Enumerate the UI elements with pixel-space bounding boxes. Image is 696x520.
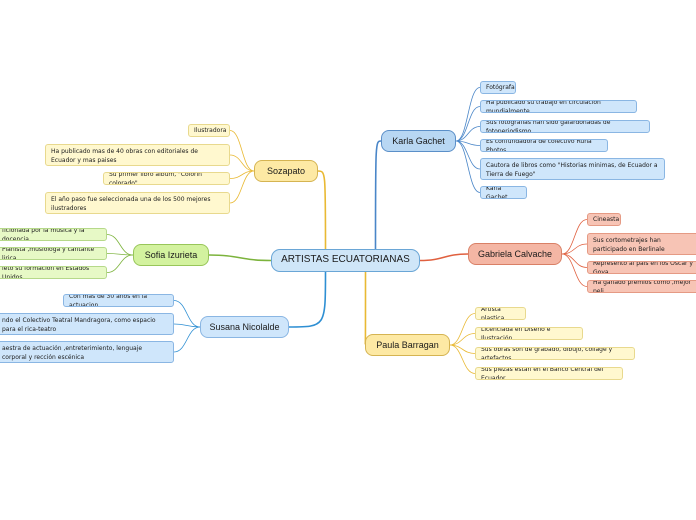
link-paula-item-4 xyxy=(449,344,476,374)
gabriela-item-4[interactable]: Ha ganado premios como ,mejor peli xyxy=(587,280,696,293)
link-sozapato xyxy=(317,170,327,250)
paula-item-4[interactable]: Sus piezas estan en el Banco Central del… xyxy=(475,367,623,380)
susana-item-3[interactable]: aestra de actuación ,entreterimiento, le… xyxy=(0,341,174,363)
sozapato-item-4[interactable]: El año paso fue seleccionada una de los … xyxy=(45,192,230,214)
central-topic[interactable]: ARTISTAS ECUATORIANAS xyxy=(271,249,420,272)
topic-sofia-izurieta[interactable]: Sofia Izurieta xyxy=(133,244,209,266)
gabriela-item-1[interactable]: Cineasta xyxy=(587,213,621,226)
link-paula-item-2 xyxy=(449,333,476,346)
susana-item-1[interactable]: Con mas de 30 años en la actuacion xyxy=(63,294,174,307)
topic-gabriela-calvache[interactable]: Gabriela Calvache xyxy=(468,243,562,265)
link-sofia xyxy=(208,254,272,262)
link-paula-item-1 xyxy=(449,313,476,346)
sofia-item-2[interactable]: Pianista ,musiologa y cantante lirica xyxy=(0,247,107,260)
link-sofia-item-1 xyxy=(106,234,134,256)
link-susana-item-3 xyxy=(173,326,201,353)
sofia-item-3[interactable]: leto su formacion en Estados Unidos xyxy=(0,266,107,279)
topic-sozapato[interactable]: Sozapato xyxy=(254,160,318,182)
link-gabriela-item-2 xyxy=(561,243,588,255)
link-gabriela-item-3 xyxy=(561,253,588,268)
karla-item-4[interactable]: Es confundadora de colectivo Runa Photos xyxy=(480,139,608,152)
link-sofia-item-3 xyxy=(106,254,134,273)
sozapato-item-1[interactable]: Ilustradora xyxy=(188,124,230,137)
sozapato-item-3[interactable]: Su primer libro album, "Colorin colorado… xyxy=(103,172,230,185)
sofia-item-1[interactable]: ficionada por la musica y la docencia xyxy=(0,228,107,241)
paula-item-1[interactable]: Artista plastica xyxy=(475,307,526,320)
susana-item-2[interactable]: ndo el Colectivo Teatral Mandragora, com… xyxy=(0,313,174,335)
topic-paula-barragan[interactable]: Paula Barragan xyxy=(365,334,450,356)
link-gabriela-item-1 xyxy=(561,219,588,255)
gabriela-item-3[interactable]: Represento al pais en los Oscar y Goya xyxy=(587,261,696,274)
paula-item-2[interactable]: Licenciada en Diseño e Ilustración xyxy=(475,327,583,340)
link-gabriela xyxy=(419,253,469,262)
link-gabriela-item-4 xyxy=(561,253,588,287)
link-sozapato-item-1 xyxy=(229,130,255,172)
link-karla-item-1 xyxy=(455,87,481,142)
link-sozapato-item-2 xyxy=(229,154,255,172)
link-paula xyxy=(364,271,367,346)
link-karla-item-3 xyxy=(455,126,481,142)
paula-item-3[interactable]: Sus obras son de grabado, dibujo, collag… xyxy=(475,347,635,360)
topic-susana-nicolalde[interactable]: Susana Nicolalde xyxy=(200,316,289,338)
link-karla-item-6 xyxy=(455,140,481,193)
gabriela-item-2[interactable]: Sus cortometrajes han participado en Ber… xyxy=(587,233,696,255)
topic-karla-gachet[interactable]: Karla Gachet xyxy=(381,130,456,152)
sozapato-item-2[interactable]: Ha publicado mas de 40 obras con editori… xyxy=(45,144,230,166)
link-sozapato-item-4 xyxy=(229,170,255,204)
karla-item-6[interactable]: Karla Gachet xyxy=(480,186,527,199)
link-susana-item-2 xyxy=(173,323,201,328)
karla-item-1[interactable]: Fotógrafa xyxy=(480,81,516,94)
link-karla-item-2 xyxy=(455,106,481,142)
link-susana-item-1 xyxy=(173,300,201,328)
karla-item-5[interactable]: Cautora de libros como "Historias minima… xyxy=(480,158,665,180)
karla-item-3[interactable]: Sus fotografias han sido galardonadas de… xyxy=(480,120,650,133)
karla-item-2[interactable]: Ha publicado su trabajo en circulacion m… xyxy=(480,100,637,113)
link-karla xyxy=(374,140,382,250)
link-susana xyxy=(288,271,327,328)
